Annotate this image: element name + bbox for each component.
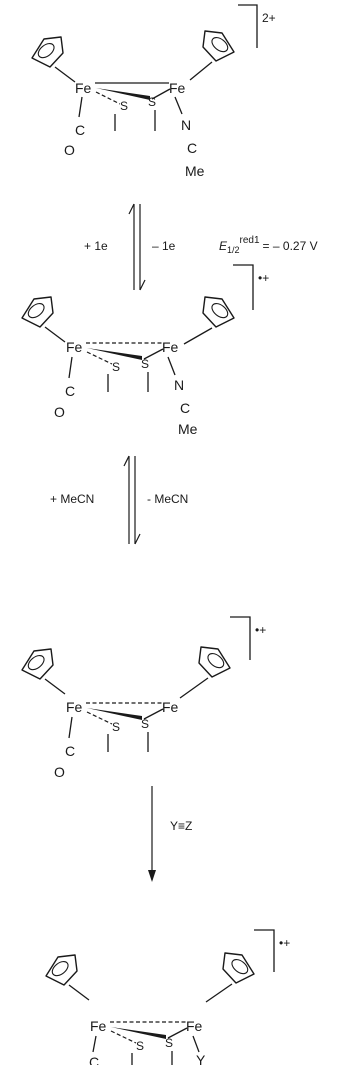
charge-bracket xyxy=(238,4,258,48)
sulfur-atom-left: S xyxy=(112,720,120,734)
carbonyl-carbon: C xyxy=(75,122,85,138)
carbonyl-bond xyxy=(68,716,73,739)
charge-bracket xyxy=(254,929,275,972)
charge-label: •+ xyxy=(255,623,266,637)
redox-potential: E1/2red1= – 0.27 V xyxy=(219,235,318,255)
step3-reagent-label: Y≡Z xyxy=(170,819,192,833)
sulfur-atom-right: S xyxy=(165,1036,173,1050)
complex-dication: Fe Fe S S C O N C Me 2+ xyxy=(31,4,276,179)
complex-radical-cation: Fe Fe S S C O •+ xyxy=(21,616,266,780)
sulfur-wedge xyxy=(96,88,150,100)
carbonyl-bond xyxy=(78,96,83,118)
iron-atom-left: Fe xyxy=(66,699,83,715)
carbonyl-carbon: C xyxy=(65,383,75,399)
charge-label: •+ xyxy=(279,936,290,950)
nitrile-methyl: Me xyxy=(185,163,205,179)
iron-atom-right: Fe xyxy=(162,699,179,715)
sulfur-wedge xyxy=(87,708,142,720)
carbonyl-bond xyxy=(92,1035,97,1053)
ligand-y: Y xyxy=(196,1052,206,1065)
equilibrium-arrow-1 xyxy=(128,203,146,291)
nitrile-nitrogen: N xyxy=(174,377,184,393)
iron-atom-left: Fe xyxy=(75,80,92,96)
sulfur-wedge xyxy=(111,1027,166,1039)
cyclopentadienyl-ring-right xyxy=(189,30,235,81)
carbonyl-bond xyxy=(68,356,73,379)
charge-label: •+ xyxy=(258,271,269,285)
cyclopentadienyl-ring-right xyxy=(183,296,235,345)
iron-atom-right: Fe xyxy=(162,339,179,355)
sulfur-atom-left: S xyxy=(112,360,120,374)
step1-reverse-label: – 1e xyxy=(152,239,176,253)
iron-atom-left: Fe xyxy=(90,1018,107,1034)
nitrile-carbon: C xyxy=(180,400,190,416)
cyclopentadienyl-ring-right xyxy=(179,646,231,699)
charge-bracket xyxy=(230,616,251,660)
complex-radical-cation-mecn: Fe Fe S S C O N C Me •+ xyxy=(21,264,269,437)
cyclopentadienyl-ring-left xyxy=(31,36,76,83)
carbonyl-carbon: C xyxy=(89,1054,99,1065)
cyclopentadienyl-ring-left xyxy=(21,296,66,343)
step2-forward-label: + MeCN xyxy=(50,492,94,506)
iron-atom-left: Fe xyxy=(66,339,83,355)
cyclopentadienyl-ring-left xyxy=(21,648,66,695)
forward-arrow xyxy=(148,786,156,882)
nitrile-carbon: C xyxy=(187,140,197,156)
charge-bracket xyxy=(233,264,254,310)
sulfur-atom-left: S xyxy=(136,1039,144,1053)
complex-yz-adduct: Fe Fe S S C O Y Z •+ xyxy=(45,929,290,1065)
iron-atom-right: Fe xyxy=(169,80,186,96)
charge-label: 2+ xyxy=(262,11,276,25)
step1-forward-label: + 1e xyxy=(84,239,108,253)
cyclopentadienyl-ring-right xyxy=(205,952,255,1003)
carbonyl-oxygen: O xyxy=(54,764,65,780)
nitrile-nitrogen: N xyxy=(181,117,191,133)
sulfur-atom-left: S xyxy=(120,99,128,113)
step2-reverse-label: - MeCN xyxy=(147,492,188,506)
sulfur-atom-right: S xyxy=(141,357,149,371)
sulfur-atom-right: S xyxy=(148,95,156,109)
carbonyl-oxygen: O xyxy=(64,142,75,158)
carbonyl-carbon: C xyxy=(65,743,75,759)
sulfur-wedge xyxy=(87,348,142,360)
iron-atom-right: Fe xyxy=(186,1018,203,1034)
cyclopentadienyl-ring-left xyxy=(45,954,90,1001)
carbonyl-oxygen: O xyxy=(54,404,65,420)
sulfur-atom-right: S xyxy=(141,717,149,731)
nitrile-methyl: Me xyxy=(178,421,198,437)
equilibrium-arrow-2 xyxy=(123,455,141,545)
